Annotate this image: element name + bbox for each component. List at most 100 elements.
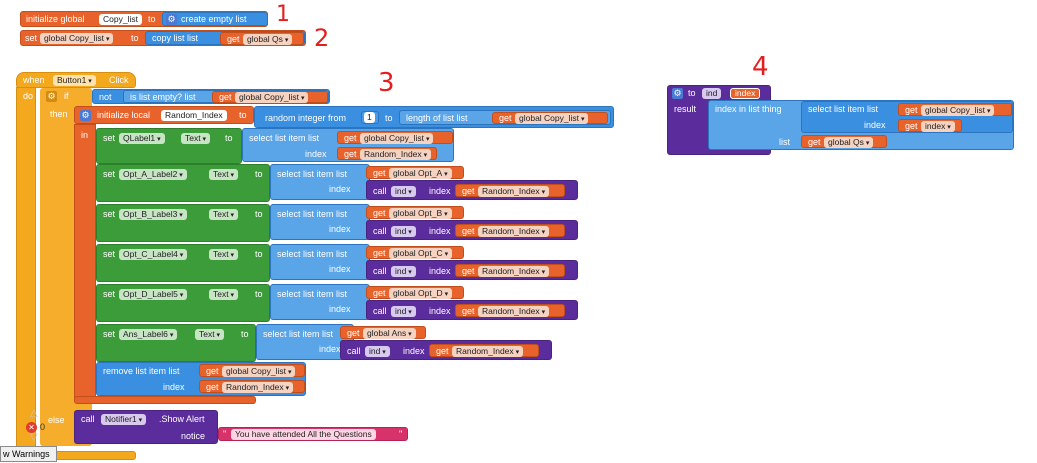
call-ind-block[interactable]: callindindexgetRandom_Index: [366, 300, 578, 320]
copy-list-block[interactable]: copy list list get global Qs: [145, 31, 305, 45]
get-option-list-dropdown[interactable]: global Opt_A: [389, 168, 452, 179]
from-number-block[interactable]: 1: [361, 111, 379, 124]
call-ind-block[interactable]: callindindexgetRandom_Index: [366, 180, 578, 200]
text-property-dropdown[interactable]: Text: [181, 133, 211, 144]
get-option-list-dropdown[interactable]: global Opt_C: [389, 248, 453, 259]
get-random-index-dropdown[interactable]: Random_Index: [452, 346, 524, 357]
set-copy-list-block[interactable]: set global Copy_list to copy list list g…: [20, 30, 306, 46]
get-index-block[interactable]: get index: [898, 119, 962, 132]
gear-icon[interactable]: ⚙: [46, 91, 57, 102]
length-of-list-block[interactable]: length of list list get global Copy_list: [399, 110, 611, 125]
call-ind-block[interactable]: callindindexgetRandom_Index: [366, 260, 578, 280]
proc-param[interactable]: index: [730, 88, 761, 99]
get-random-index-dropdown[interactable]: Random_Index: [222, 382, 294, 393]
option-component-dropdown[interactable]: Opt_C_Label4: [119, 249, 188, 260]
random-integer-block[interactable]: random integer from 1 to length of list …: [254, 106, 614, 128]
select-list-item-block[interactable]: select list item list get global Copy_li…: [242, 128, 454, 162]
index-in-list-block[interactable]: index in list thing select list item lis…: [708, 100, 1014, 150]
notice-text-block[interactable]: " You have attended All the Questions ": [218, 427, 408, 441]
get-qs-block[interactable]: get global Qs: [220, 32, 304, 45]
show-warnings-button[interactable]: w Warnings: [0, 446, 57, 462]
option-component-dropdown[interactable]: Opt_B_Label3: [119, 209, 187, 220]
text-property-dropdown[interactable]: Text: [209, 209, 239, 220]
when-button-click-block[interactable]: when Button1 Click: [16, 72, 136, 88]
set-qlabel-block[interactable]: set QLabel1 Text to: [96, 128, 242, 164]
from-number-field[interactable]: 1: [364, 112, 375, 123]
get-copy-list-block[interactable]: get global Copy_list: [199, 364, 305, 377]
create-empty-list-block[interactable]: ⚙ create empty list: [162, 12, 268, 26]
get-qs-dropdown[interactable]: global Qs: [243, 34, 293, 45]
call-ind-block[interactable]: callindindexgetRandom_Index: [340, 340, 552, 360]
get-option-list-dropdown[interactable]: global Opt_D: [389, 288, 453, 299]
ind-procedure-dropdown[interactable]: ind: [391, 306, 416, 317]
get-copy-list-block[interactable]: get global Copy_list: [212, 91, 328, 103]
option-component-dropdown[interactable]: Opt_D_Label5: [119, 289, 188, 300]
local-name-field[interactable]: Random_Index: [161, 110, 227, 121]
get-copy-list-dropdown[interactable]: global Copy_list: [360, 133, 434, 144]
notifier-component-dropdown[interactable]: Notifier1: [101, 414, 147, 425]
up-arrow-icon[interactable]: △: [30, 408, 38, 419]
get-option-list-dropdown[interactable]: global Ans: [363, 328, 416, 339]
gear-icon[interactable]: ⚙: [166, 14, 177, 25]
down-arrow-icon[interactable]: ▽: [30, 432, 38, 443]
text-property-dropdown[interactable]: Text: [209, 169, 239, 180]
get-random-index-dropdown[interactable]: Random_Index: [478, 266, 550, 277]
get-random-index-dropdown[interactable]: Random_Index: [360, 149, 432, 160]
get-random-index-block[interactable]: get Random_Index: [337, 147, 437, 160]
get-random-index-block[interactable]: get Random_Index: [199, 380, 305, 393]
init-global-block[interactable]: initialize global Copy_list to ⚙ create …: [20, 11, 268, 27]
option-component-dropdown[interactable]: Opt_A_Label2: [119, 169, 187, 180]
get-qs-dropdown[interactable]: global Qs: [824, 137, 874, 148]
ind-procedure-dropdown[interactable]: ind: [391, 226, 416, 237]
call-ind-block[interactable]: callindindexgetRandom_Index: [366, 220, 578, 240]
get-copy-list-dropdown[interactable]: global Copy_list: [222, 366, 296, 377]
text-property-dropdown[interactable]: Text: [209, 249, 239, 260]
get-copy-list-dropdown[interactable]: global Copy_list: [921, 105, 995, 116]
ind-procedure-dropdown[interactable]: ind: [391, 266, 416, 277]
text-property-dropdown[interactable]: Text: [209, 289, 239, 300]
gear-icon[interactable]: ⚙: [80, 110, 91, 121]
remove-list-item-block[interactable]: remove list item list get global Copy_li…: [96, 362, 306, 396]
get-copy-list-dropdown[interactable]: global Copy_list: [235, 92, 309, 103]
init-local-block[interactable]: ⚙ initialize local Random_Index to: [74, 106, 254, 124]
error-icon[interactable]: ✕: [26, 422, 37, 433]
notice-text-field[interactable]: You have attended All the Questions: [231, 429, 376, 440]
is-list-empty-block[interactable]: is list empty? list get global Copy_list: [123, 90, 329, 103]
get-random-index-dropdown[interactable]: Random_Index: [478, 226, 550, 237]
get-index-dropdown[interactable]: index: [921, 121, 955, 132]
get-copy-list-block[interactable]: get global Copy_list: [337, 131, 453, 144]
get-random-index-dropdown[interactable]: Random_Index: [478, 306, 550, 317]
select-list-item-block[interactable]: select list item list get global Copy_li…: [801, 101, 1013, 133]
text-property-dropdown[interactable]: Text: [195, 329, 225, 340]
option-component-dropdown[interactable]: Ans_Label6: [119, 329, 178, 340]
proc-name-field[interactable]: ind: [702, 88, 722, 99]
ind-procedure-dropdown[interactable]: ind: [365, 346, 390, 357]
gear-icon[interactable]: ⚙: [672, 88, 683, 99]
not-block[interactable]: not is list empty? list get global Copy_…: [92, 89, 330, 104]
ind-procedure-dropdown[interactable]: ind: [391, 186, 416, 197]
get-option-list-dropdown[interactable]: global Opt_B: [389, 208, 452, 219]
notifier-call-block[interactable]: call Notifier1 .Show Alert notice: [74, 410, 218, 444]
qlabel-component-dropdown[interactable]: QLabel1: [119, 133, 165, 144]
set-var-dropdown[interactable]: global Copy_list: [40, 33, 114, 44]
get-copy-list-dropdown[interactable]: global Copy_list: [515, 113, 589, 124]
